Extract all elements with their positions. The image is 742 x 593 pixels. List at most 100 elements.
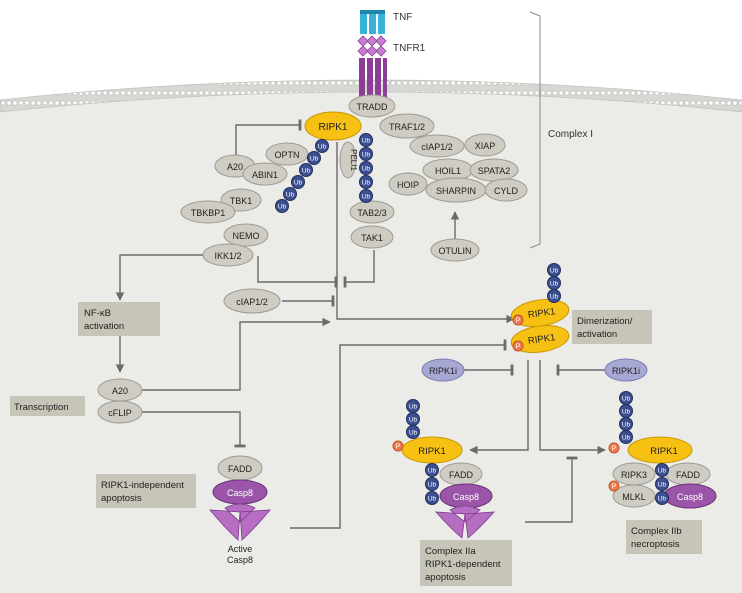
- abin1-protein: [242, 162, 288, 186]
- tab23-label: TAB2/3: [357, 208, 386, 218]
- ripk1-dimer-b-label: RIPK1: [527, 332, 556, 347]
- ub-marker: [425, 477, 439, 491]
- cyld-protein: [484, 178, 528, 202]
- a20-to-dimer-inhibit: [142, 317, 331, 391]
- complex-iia-box: [420, 540, 512, 586]
- hoip-protein: [388, 172, 428, 196]
- ripk1i-right-label: RIPK1i: [612, 366, 640, 376]
- tnfr1-receptor: [357, 35, 387, 100]
- ub-marker: [359, 189, 373, 203]
- ripk1-independent-line1: RIPK1-independent: [101, 480, 184, 491]
- sharpin-label: SHARPIN: [436, 186, 476, 196]
- ub-marker: [307, 151, 321, 165]
- ub-marker: [283, 187, 297, 201]
- complex-i-bracket: [529, 11, 541, 249]
- ub-label: Ub: [428, 468, 437, 475]
- complex-iib-line1: Complex IIb: [631, 526, 682, 537]
- ub-marker: [547, 289, 561, 303]
- ub-marker: [406, 425, 420, 439]
- tab23-protein: [349, 200, 395, 224]
- dimer-to-iia: [469, 360, 529, 455]
- cyld-label: CYLD: [494, 186, 519, 196]
- ub-label: Ub: [318, 144, 327, 151]
- traf12-label: TRAF1/2: [389, 122, 425, 132]
- phospho-marker: [608, 442, 620, 454]
- dimer-to-iib: [539, 360, 606, 455]
- active-casp8-line2: Casp8: [227, 555, 253, 565]
- ripk1-iib-protein: [627, 436, 693, 464]
- ripk1-iia-label: RIPK1: [418, 446, 445, 457]
- peli1-label: PELI1: [349, 149, 358, 171]
- tnf-ligand: [360, 10, 385, 34]
- ikk-inhibit: [257, 256, 338, 288]
- ub-label: Ub: [294, 180, 303, 187]
- phospho-label: P: [516, 318, 521, 325]
- casp8-inhibit-dimer: [290, 339, 507, 529]
- ub-label: Ub: [658, 482, 667, 489]
- ub-marker: [315, 139, 329, 153]
- abin1-label: ABIN1: [252, 170, 278, 180]
- active-casp8-shape: [209, 503, 271, 541]
- casp8-iia-label: Casp8: [453, 492, 479, 502]
- ripk1i-right-protein: [604, 358, 648, 382]
- tak1-protein: [350, 225, 394, 249]
- nfkb-line2: activation: [84, 321, 124, 332]
- ripk1-dimer: [510, 299, 570, 353]
- tnfr1-label: TNFR1: [393, 43, 426, 54]
- ub-label: Ub: [362, 152, 371, 159]
- cflip-protein: [97, 400, 143, 424]
- phospho-marker: [512, 340, 524, 352]
- ub-label: Ub: [362, 138, 371, 145]
- complex-i-label: Complex I: [548, 129, 593, 140]
- transcription-label: Transcription: [14, 402, 69, 413]
- complex-iib-box: [626, 520, 702, 554]
- ciap12-top-protein: [409, 134, 465, 158]
- casp8-left-label: Casp8: [227, 488, 253, 498]
- phospho-label: P: [612, 446, 617, 453]
- ub-label: Ub: [550, 268, 559, 275]
- complex-iia-line1: Complex IIa: [425, 546, 476, 557]
- ub-label: Ub: [409, 404, 418, 411]
- ub-marker: [425, 491, 439, 505]
- a20-inhibit-ripk1: [235, 119, 302, 160]
- nemo-protein: [223, 223, 269, 247]
- ub-label: Ub: [409, 417, 418, 424]
- phospho-marker: [512, 314, 524, 326]
- mlkl-label: MLKL: [622, 492, 646, 502]
- phospho-marker: [608, 480, 620, 492]
- xiap-label: XIAP: [475, 141, 496, 151]
- ub-marker: [299, 163, 313, 177]
- ub-label: Ub: [278, 204, 287, 211]
- ripk1-main-label: RIPK1: [319, 122, 348, 133]
- ub-marker: [655, 491, 669, 505]
- ub-label: Ub: [622, 396, 631, 403]
- ripk1-independent-box: [96, 474, 196, 508]
- ub-label: Ub: [362, 180, 371, 187]
- tbk1-protein: [220, 188, 262, 212]
- dimerization-line1: Dimerization/: [577, 316, 633, 327]
- cflip-label: cFLIP: [108, 408, 132, 418]
- ub-label: Ub: [310, 156, 319, 163]
- ciap12-mid-protein: [223, 288, 281, 314]
- ub-marker: [655, 477, 669, 491]
- ciap12-mid-label: cIAP1/2: [236, 297, 268, 307]
- ciap12-top-label: cIAP1/2: [421, 142, 453, 152]
- ub-label: Ub: [550, 281, 559, 288]
- dimerization-box: [572, 310, 652, 344]
- ub-label: Ub: [658, 496, 667, 503]
- transcription-box: [10, 396, 85, 416]
- optn-label: OPTN: [274, 150, 299, 160]
- peli1-protein: [339, 141, 357, 179]
- ub-label: Ub: [550, 294, 559, 301]
- tak1-label: TAK1: [361, 233, 383, 243]
- plasma-membrane: [0, 79, 742, 113]
- otulin-label: OTULIN: [438, 246, 471, 256]
- nfkb-line1: NF-κB: [84, 308, 111, 319]
- fadd-iib-label: FADD: [676, 470, 701, 480]
- traf12-protein: [379, 113, 435, 139]
- tak1-inhibit: [343, 250, 375, 288]
- ub-label: Ub: [428, 496, 437, 503]
- phospho-label: P: [396, 444, 401, 451]
- ub-label: Ub: [302, 168, 311, 175]
- tbkbp1-protein: [180, 200, 236, 224]
